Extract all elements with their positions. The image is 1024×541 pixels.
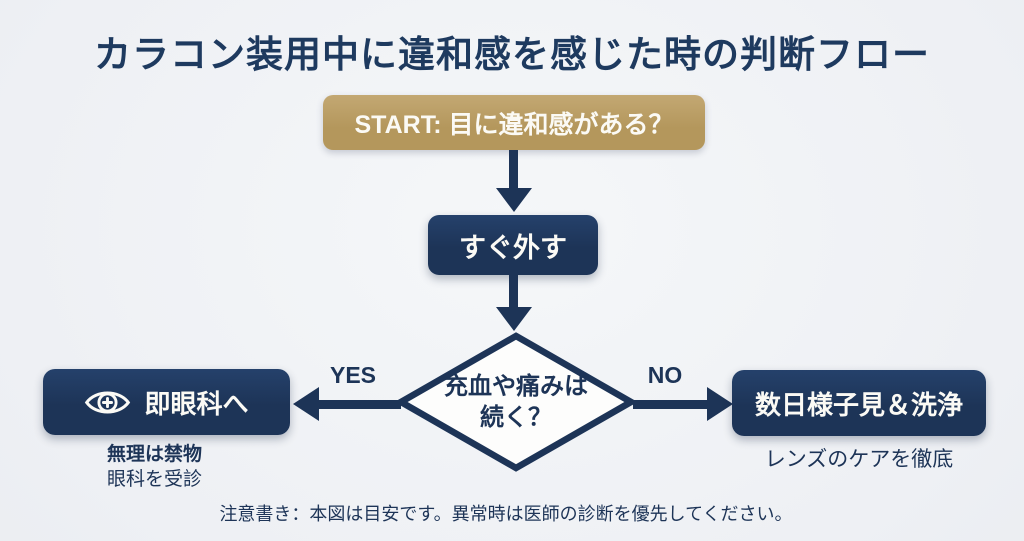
yes-arrow-shaft	[312, 400, 401, 409]
see-doctor-node: 即眼科へ	[43, 369, 290, 435]
start-node: START: 目に違和感がある？	[323, 95, 705, 150]
no-arrow-shaft	[633, 400, 711, 409]
monitor-clean-node: 数日様子見＆洗浄	[732, 370, 986, 436]
decision-node-label: 充血や痛みは 続く？	[397, 332, 635, 472]
no-edge-label: NO	[647, 362, 683, 388]
remove-lens-node-label: すぐ外す	[459, 232, 567, 263]
no-arrow-head	[707, 387, 733, 421]
remove-lens-node: すぐ外す	[428, 215, 598, 275]
see-doctor-caption-line2: 眼科を受診	[107, 469, 203, 490]
page-title: カラコン装用中に違和感を感じた時の判断フロー	[94, 34, 930, 75]
see-doctor-caption: 無理は禁物 眼科を受診	[107, 442, 202, 492]
arrow-start-to-action-shaft	[509, 150, 518, 190]
decision-node: 充血や痛みは 続く？	[397, 332, 635, 472]
arrow-action-to-decision-head	[496, 307, 532, 331]
disclaimer-note: 注意書き：本図は目安です。異常時は医師の診断を優先してください。	[219, 504, 793, 524]
monitor-clean-caption: レンズのケアを徹底	[764, 448, 954, 471]
decision-line1: 充血や痛みは	[444, 373, 588, 400]
yes-edge-label: YES	[329, 362, 377, 388]
decision-line2: 続く？	[480, 404, 552, 431]
see-doctor-caption-line1: 無理は禁物	[107, 444, 203, 465]
decision-diamond-shape	[397, 332, 635, 472]
start-node-label: START: 目に違和感がある？	[354, 110, 674, 139]
yes-arrow-head	[293, 387, 319, 421]
arrow-action-to-decision-shaft	[509, 275, 518, 309]
see-doctor-node-label: 即眼科へ	[144, 388, 249, 419]
arrow-start-to-action-head	[496, 188, 532, 212]
eye-plus-icon	[84, 385, 131, 420]
monitor-clean-node-label: 数日様子見＆洗浄	[754, 389, 963, 420]
